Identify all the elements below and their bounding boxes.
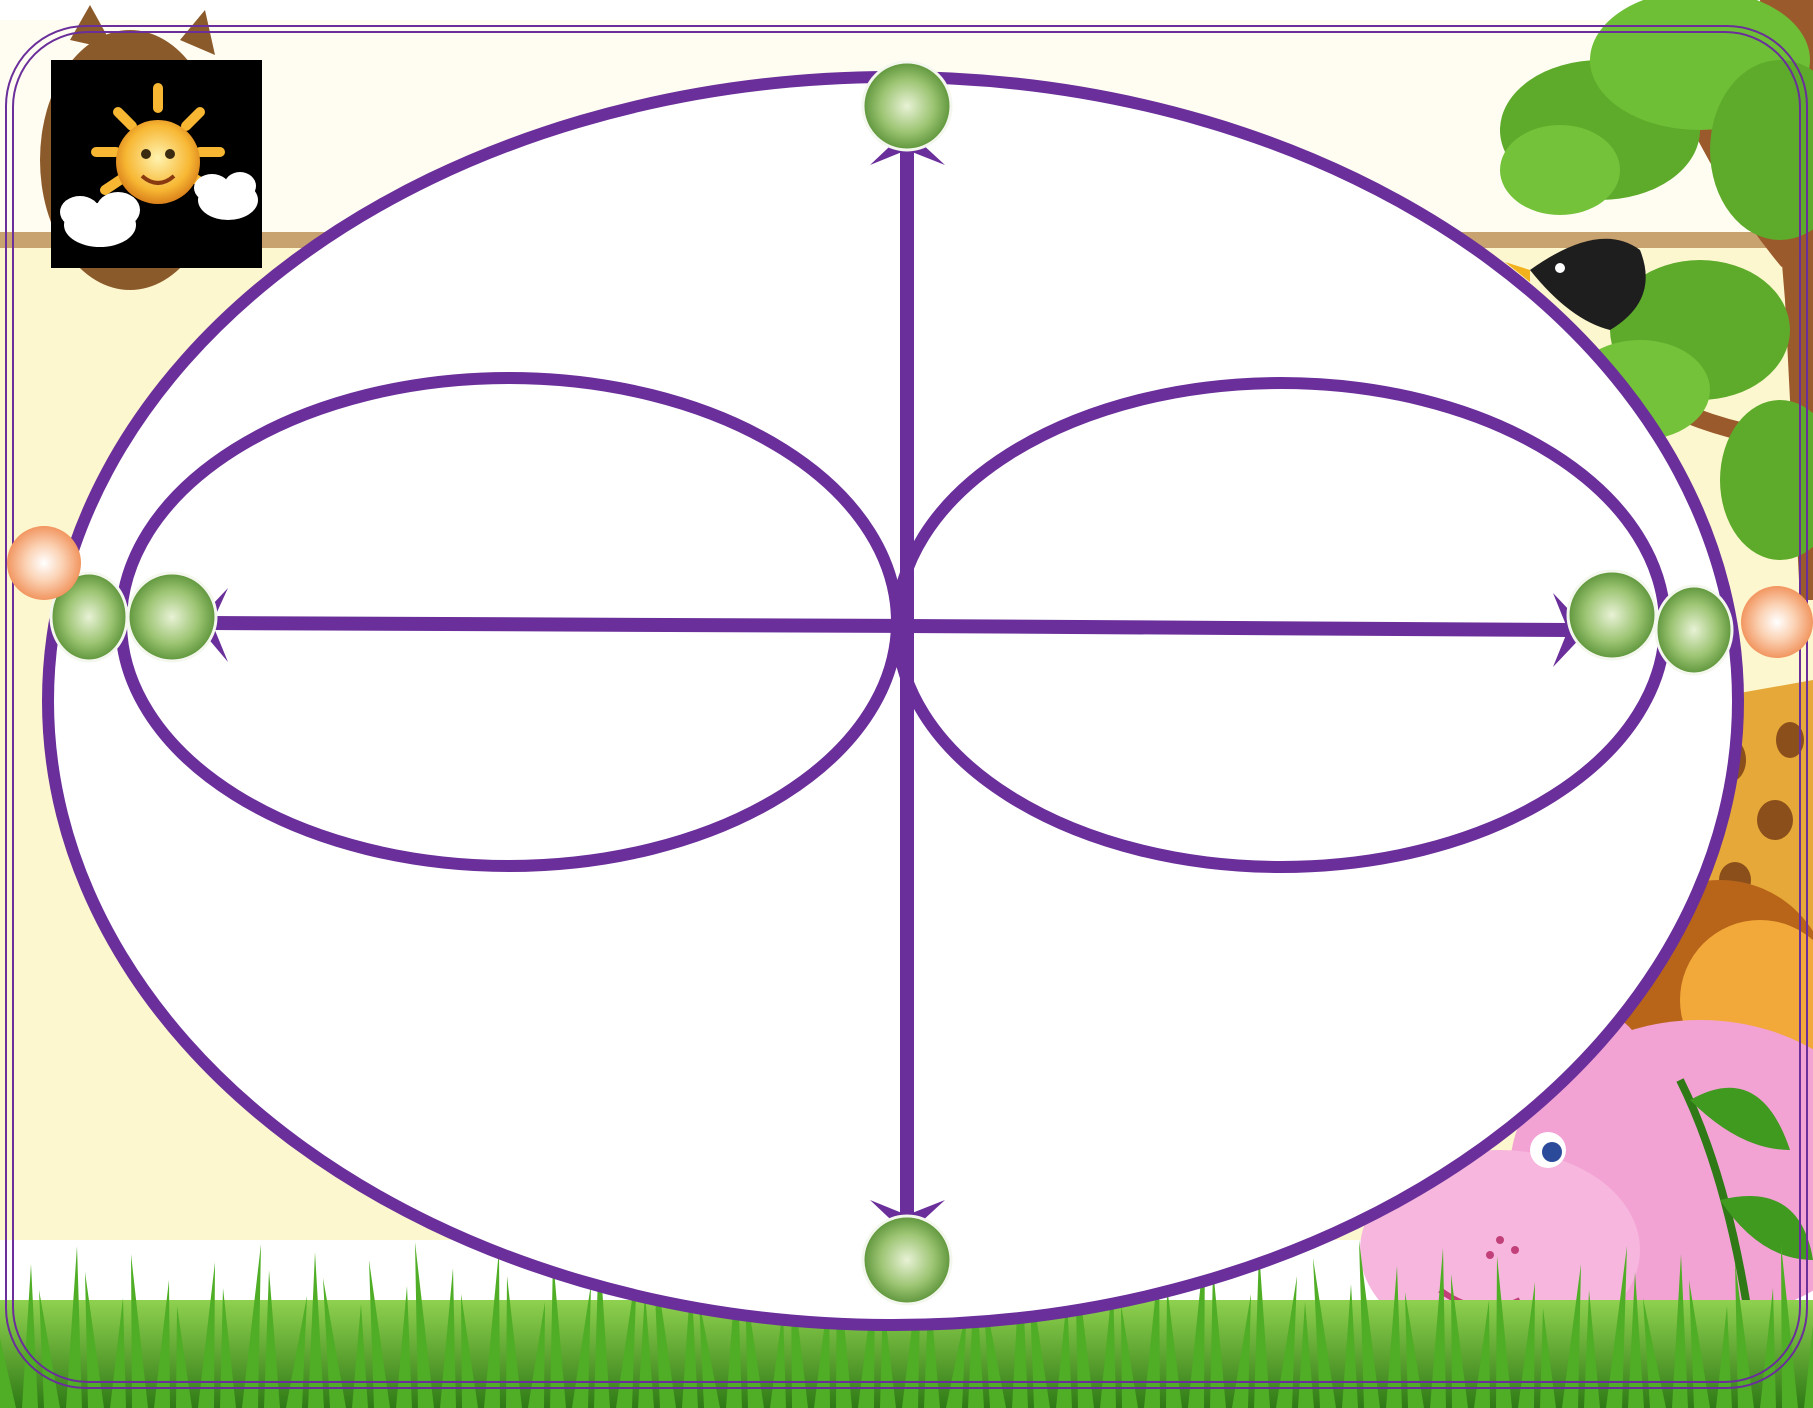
outer-ellipse xyxy=(48,77,1738,1325)
bead-top[interactable] xyxy=(863,62,951,150)
horizontal-line-right xyxy=(905,626,1570,630)
bead-right-inner[interactable] xyxy=(1568,571,1656,659)
bead-left-inner[interactable] xyxy=(128,573,216,661)
bead-bottom[interactable] xyxy=(863,1216,951,1304)
bead-orange-right[interactable] xyxy=(1741,586,1813,658)
bead-orange-left[interactable] xyxy=(7,526,81,600)
horizontal-line-left xyxy=(210,623,905,626)
sun-badge xyxy=(51,60,262,268)
bead-right-outer[interactable] xyxy=(1656,586,1732,674)
